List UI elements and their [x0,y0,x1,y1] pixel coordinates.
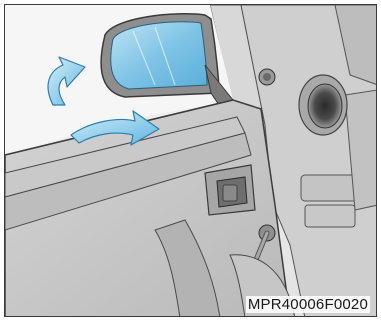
air-vent-icon [299,75,347,135]
mirror-adjust-knob-icon [259,69,275,85]
inner-door-handle-icon [205,165,255,215]
figure-code-label: MPR40006F0020 [246,296,370,313]
illustration-frame: MPR40006F0020 [4,4,377,317]
car-interior-illustration [5,5,377,317]
